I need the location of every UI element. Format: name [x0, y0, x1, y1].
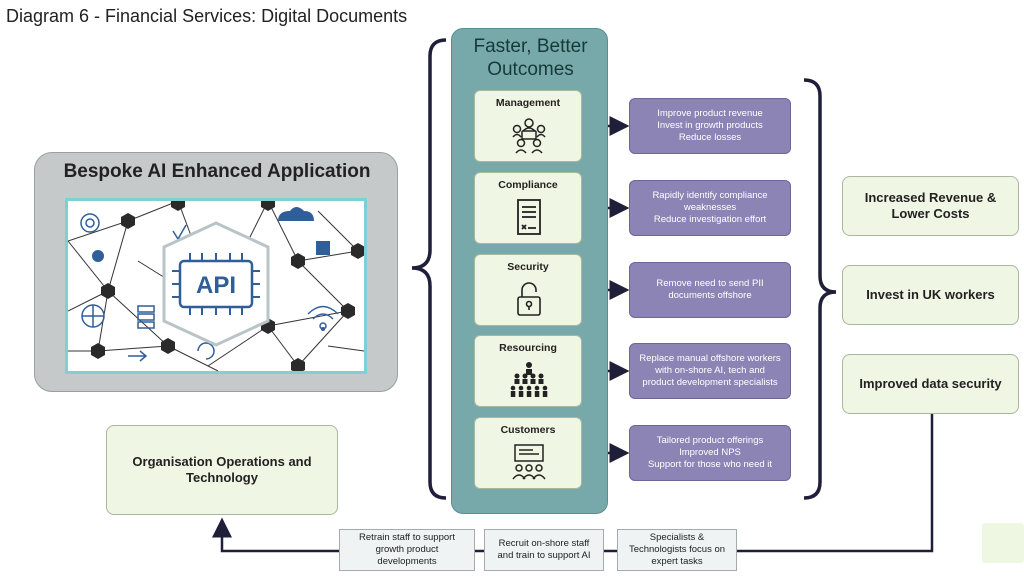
benefit-line: Remove need to send PII [656, 278, 764, 290]
benefit-line: with on-shore AI, tech and [655, 365, 765, 377]
result-line: Improved data security [859, 376, 1002, 392]
benefit-line: Invest in growth products [657, 120, 763, 132]
benefit-line: Improve product revenue [657, 108, 763, 120]
outcomes-title: Faster, Better Outcomes [452, 35, 609, 81]
result-box-revenue: Increased Revenue & Lower Costs [842, 176, 1019, 236]
step-line: developments [377, 555, 437, 567]
organisation-operations-box: Organisation Operations and Technology [106, 425, 338, 515]
benefit-line: weaknesses [683, 202, 737, 214]
category-label: Resourcing [499, 342, 557, 354]
category-card-security: Security [474, 254, 582, 326]
benefit-line: Replace manual offshore workers [639, 353, 781, 365]
result-line: Increased Revenue & [864, 190, 997, 206]
step-line: Recruit on-shore staff [498, 538, 590, 550]
outcomes-title-line2: Outcomes [487, 59, 574, 81]
category-card-resourcing: Resourcing [474, 335, 582, 407]
benefit-line: Reduce losses [678, 131, 742, 143]
workforce-icon [510, 362, 548, 397]
diagram-title: Diagram 6 - Financial Services: Digital … [6, 6, 408, 26]
category-label: Management [495, 97, 561, 109]
category-card-compliance: Compliance [474, 172, 582, 244]
step-line: Specialists & [649, 532, 705, 544]
step-box-retrain: Retrain staff to support growth product … [339, 529, 475, 571]
result-box-data-security: Improved data security [842, 354, 1019, 414]
benefit-box-resourcing: Replace manual offshore workers with on-… [629, 343, 791, 399]
right-brace [803, 78, 837, 500]
benefit-line: product development specialists [642, 376, 778, 388]
outcomes-title-line1: Faster, Better [473, 36, 588, 57]
padlock-icon [517, 282, 541, 316]
benefit-line: Reduce investigation effort [653, 213, 767, 225]
corner-placeholder-box [982, 523, 1024, 563]
category-label: Security [507, 261, 549, 273]
left-brace [411, 38, 447, 500]
team-meeting-icon [512, 118, 546, 154]
step-box-specialists: Specialists & Technologists focus on exp… [617, 529, 737, 571]
network-graphic: API [67, 195, 365, 374]
result-box-uk-workers: Invest in UK workers [842, 265, 1019, 325]
benefit-box-security: Remove need to send PII documents offsho… [629, 262, 791, 318]
category-card-management: Management [474, 90, 582, 162]
step-box-recruit: Recruit on-shore staff and train to supp… [484, 529, 604, 571]
benefit-box-compliance: Rapidly identify compliance weaknesses R… [629, 180, 791, 236]
benefit-line: Rapidly identify compliance [652, 190, 768, 202]
benefit-line: Tailored product offerings [656, 435, 764, 447]
step-line: expert tasks [651, 555, 703, 567]
api-chip-label: API [196, 272, 236, 299]
step-line: growth product [375, 544, 439, 556]
benefit-box-management: Improve product revenue Invest in growth… [629, 98, 791, 154]
presentation-icon [512, 444, 546, 480]
step-line: and train to support AI [497, 550, 591, 561]
benefit-line: Improved NPS [679, 447, 741, 459]
category-label: Compliance [498, 179, 558, 191]
result-line: Invest in UK workers [866, 287, 995, 303]
category-card-customers: Customers [474, 417, 582, 489]
document-icon [517, 199, 541, 235]
step-line: Retrain staff to support [359, 532, 455, 544]
application-title: Bespoke AI Enhanced Application [63, 161, 371, 182]
application-panel: Bespoke AI Enhanced Application [34, 152, 398, 392]
benefit-line: documents offshore [668, 290, 752, 301]
step-line: Technologists focus on [628, 544, 726, 556]
benefit-line: Support for those who need it [647, 458, 773, 470]
result-line: Lower Costs [891, 206, 970, 221]
outcomes-panel: Faster, Better Outcomes Management Compl… [451, 28, 608, 514]
category-label: Customers [500, 424, 556, 436]
organisation-operations-label: Organisation Operations and Technology [132, 454, 312, 485]
api-network-illustration: API [65, 195, 367, 374]
benefit-box-customers: Tailored product offerings Improved NPS … [629, 425, 791, 481]
